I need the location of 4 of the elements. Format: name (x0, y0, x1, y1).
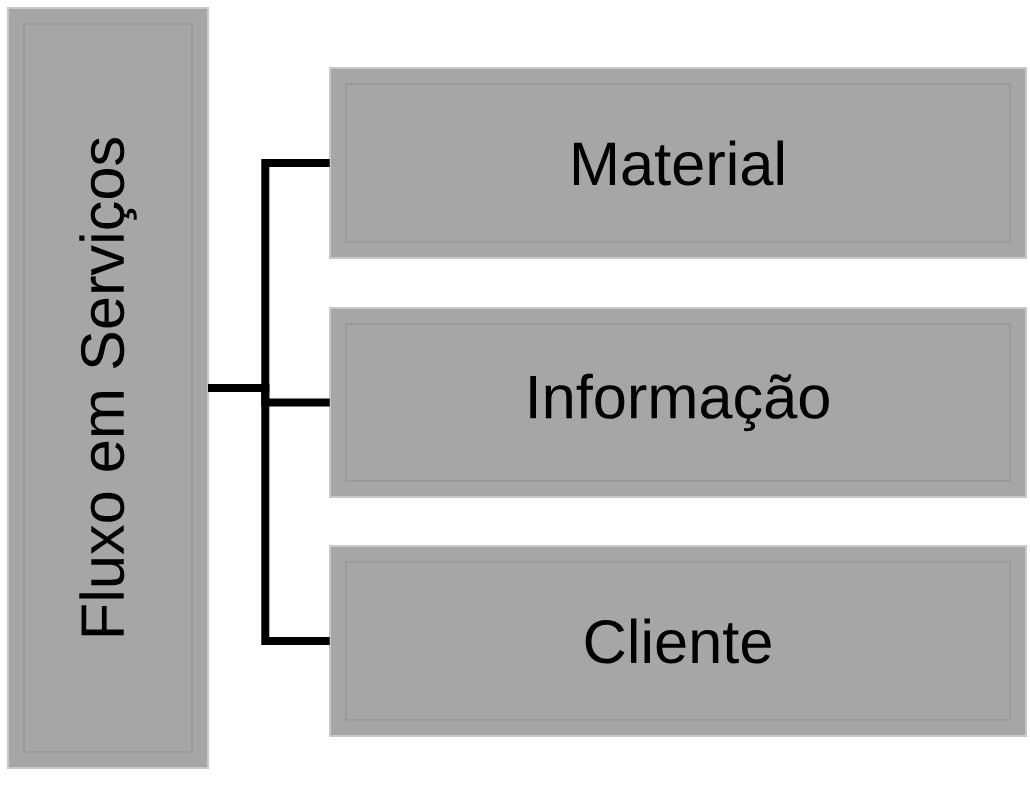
process-box: Informação (329, 307, 1027, 498)
process-box: Cliente (329, 545, 1027, 737)
process-box: Fluxo em Serviços (7, 7, 209, 769)
process-box: Material (329, 67, 1027, 259)
